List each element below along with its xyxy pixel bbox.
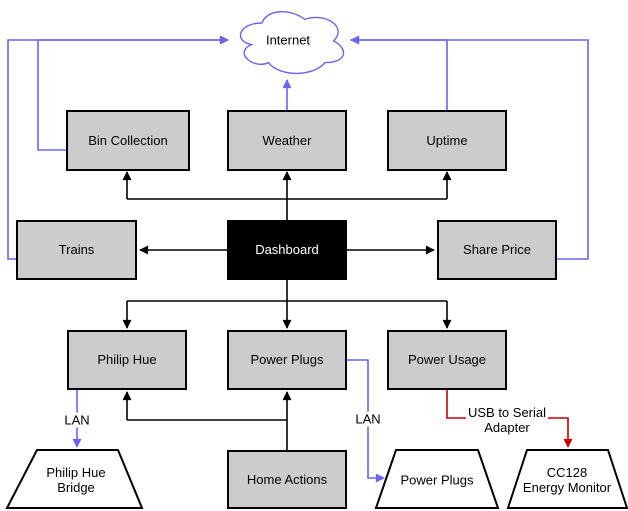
cc128-energy-monitor-label: CC128 Energy Monitor [523,465,611,495]
label-line: Energy Monitor [522,480,612,495]
node-uptime: Uptime [387,110,507,171]
power-plugs-device-label: Power Plugs [400,472,474,488]
node-label: Power Usage [407,352,487,367]
node-power-usage: Power Usage [387,330,507,390]
node-label: Philip Hue [97,352,157,367]
philip-hue-bridge-label: Philip Hue Bridge [46,465,105,495]
label-line: CC128 [546,465,588,480]
node-share-price: Share Price [437,220,557,280]
node-bin-collection: Bin Collection [66,110,190,171]
node-label: Share Price [463,242,531,257]
internet-cloud-shape [239,11,345,74]
node-label: Home Actions [246,471,328,487]
node-label: Trains [58,242,95,257]
edge-trains-to-internet [7,35,229,260]
edge-uptime-to-internet [350,35,448,110]
node-label: Power Plugs [250,352,324,367]
node-label: Dashboard [255,242,319,257]
philip-hue-bridge-shape [5,449,144,509]
edge-share-price-to-internet [350,35,589,260]
cc128-energy-monitor-shape [506,449,628,509]
lan-label-hue-bridge: LAN [62,412,92,428]
power-plugs-device-shape [374,449,500,509]
node-power-plugs: Power Plugs [227,330,347,390]
node-trains: Trains [16,220,137,280]
label-line: Adapter [484,420,530,435]
lan-label-power-plugs: LAN [353,411,383,427]
node-label: Bin Collection [88,132,168,148]
node-label: Uptime [426,132,468,148]
label-line: Bridge [57,480,95,495]
node-philip-hue: Philip Hue [67,330,187,390]
usb-to-serial-adapter-label: USB to Serial Adapter [465,405,549,435]
label-line: USB to Serial [467,405,547,420]
node-dashboard: Dashboard [227,220,347,280]
node-label: Weather [262,132,312,148]
label-line: Philip Hue [46,465,106,480]
node-home-actions: Home Actions [227,450,347,509]
internet-label: Internet [265,32,311,48]
node-weather: Weather [227,110,347,171]
